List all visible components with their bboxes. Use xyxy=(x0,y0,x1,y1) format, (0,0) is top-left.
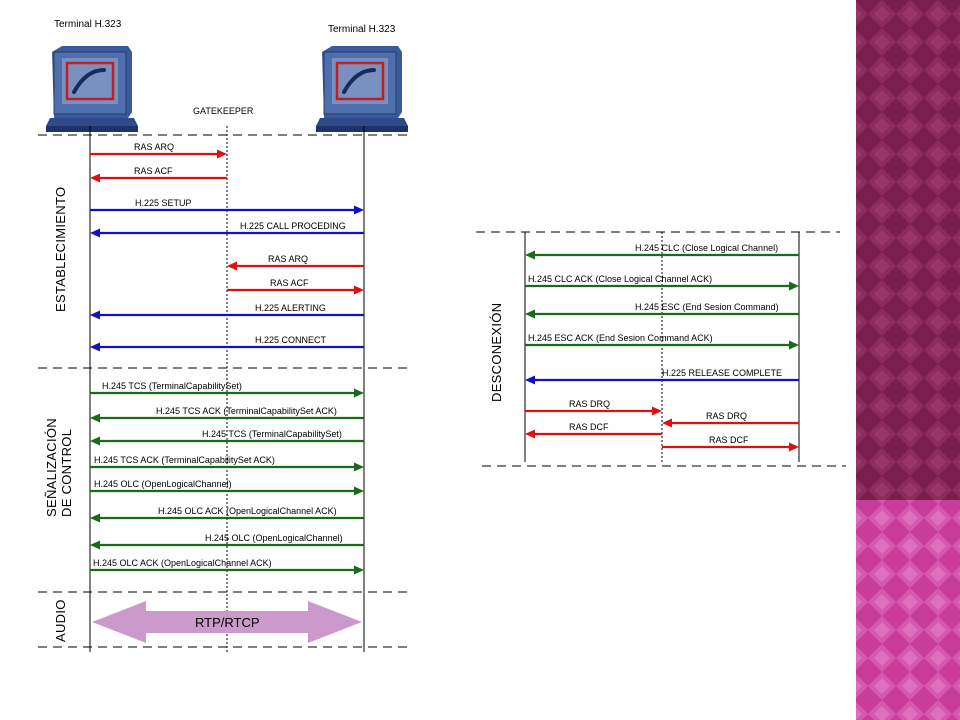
left-message-label-11: H.245 TCS (TerminalCapabilitySet) xyxy=(202,429,342,439)
right-sequence-diagram: DESCONEXIÓN H.245 CLC (Close Logical Cha… xyxy=(476,231,846,467)
terminal-right-label: Terminal H.323 xyxy=(328,24,396,35)
left-messages: RAS ARQ RAS ACF H.225 SETUP H.225 CALL PROC… xyxy=(90,142,364,575)
right-arrow-head-4 xyxy=(789,340,799,350)
right-message-label-5: H.225 RELEASE COMPLETE xyxy=(662,368,782,378)
gatekeeper-label: GATEKEEPER xyxy=(193,106,254,116)
terminal-left-label: Terminal H.323 xyxy=(54,19,122,30)
left-arrow-head-10 xyxy=(90,413,100,423)
right-messages: H.245 CLC (Close Logical Channel) H.245 C… xyxy=(525,243,799,452)
terminal-left-icon xyxy=(46,46,138,132)
rtp-rtcp-arrow: RTP/RTCP xyxy=(92,601,362,643)
right-arrow-head-5 xyxy=(525,375,535,385)
left-message-label-13: H.245 OLC (OpenLogicalChannel) xyxy=(94,479,232,489)
phase-senalizacion-label-line1: SEÑALIZACIÓN xyxy=(44,418,59,517)
right-arrow-head-6 xyxy=(652,406,662,416)
left-arrow-head-4 xyxy=(90,228,100,238)
left-message-label-9: H.245 TCS (TerminalCapabilitySet) xyxy=(102,381,242,391)
left-message-label-7: H.225 ALERTING xyxy=(255,303,326,313)
left-message-label-3: H.225 SETUP xyxy=(135,198,192,208)
left-arrow-head-9 xyxy=(354,388,364,398)
left-message-label-4: H.225 CALL PROCEDING xyxy=(240,221,346,231)
right-arrow-head-1 xyxy=(525,250,535,260)
left-arrow-head-5 xyxy=(227,261,237,271)
left-message-label-6: RAS ACF xyxy=(270,278,309,288)
right-message-label-1: H.245 CLC (Close Logical Channel) xyxy=(635,243,778,253)
left-arrow-head-7 xyxy=(90,310,100,320)
left-message-label-12: H.245 TCS ACK (TerminalCapabilitySet ACK… xyxy=(94,455,275,465)
left-message-label-2: RAS ACF xyxy=(134,166,173,176)
right-message-label-7: RAS DRQ xyxy=(706,411,747,421)
left-message-label-1: RAS ARQ xyxy=(134,142,174,152)
phase-desconexion-label: DESCONEXIÓN xyxy=(489,303,504,402)
right-message-label-3: H.245 ESC (End Sesion Command) xyxy=(635,302,779,312)
phase-establecimiento-label: ESTABLECIMIENTO xyxy=(53,187,68,312)
right-arrow-head-2 xyxy=(789,281,799,291)
phase-senalizacion-label-line2: DE CONTROL xyxy=(59,429,74,517)
left-message-label-14: H.245 OLC ACK (OpenLogicalChannel ACK) xyxy=(158,506,337,516)
left-message-label-16: H.245 OLC ACK (OpenLogicalChannel ACK) xyxy=(93,558,272,568)
right-arrow-head-8 xyxy=(525,429,535,439)
left-arrow-head-14 xyxy=(90,513,100,523)
left-arrow-head-13 xyxy=(354,486,364,496)
rtp-rtcp-label: RTP/RTCP xyxy=(195,615,260,630)
left-arrow-head-8 xyxy=(90,342,100,352)
left-message-label-8: H.225 CONNECT xyxy=(255,335,327,345)
left-arrow-head-11 xyxy=(90,436,100,446)
left-arrow-head-12 xyxy=(354,462,364,472)
left-arrow-head-3 xyxy=(354,205,364,215)
left-sequence-diagram: Terminal H.323 Terminal H.323 GATEKEEPER… xyxy=(38,19,408,652)
left-message-label-15: H.245 OLC (OpenLogicalChannel) xyxy=(205,533,343,543)
right-message-label-4: H.245 ESC ACK (End Sesion Command ACK) xyxy=(528,333,713,343)
left-arrow-head-2 xyxy=(90,173,100,183)
side-decoration-panel xyxy=(856,0,960,720)
terminal-right-icon xyxy=(316,46,408,132)
left-arrow-head-6 xyxy=(354,285,364,295)
phase-audio-label: AUDIO xyxy=(53,599,68,642)
left-message-label-10: H.245 TCS ACK (TerminalCapabilitySet ACK… xyxy=(156,406,337,416)
left-arrow-head-15 xyxy=(90,540,100,550)
right-arrow-head-9 xyxy=(789,442,799,452)
right-arrow-head-7 xyxy=(662,418,672,428)
right-message-label-8: RAS DCF xyxy=(569,422,609,432)
right-arrow-head-3 xyxy=(525,309,535,319)
right-message-label-9: RAS DCF xyxy=(709,435,749,445)
left-arrow-head-16 xyxy=(354,565,364,575)
left-message-label-5: RAS ARQ xyxy=(268,254,308,264)
left-arrow-head-1 xyxy=(217,149,227,159)
right-message-label-6: RAS DRQ xyxy=(569,399,610,409)
right-message-label-2: H.245 CLC ACK (Close Logical Channel ACK… xyxy=(528,274,712,284)
